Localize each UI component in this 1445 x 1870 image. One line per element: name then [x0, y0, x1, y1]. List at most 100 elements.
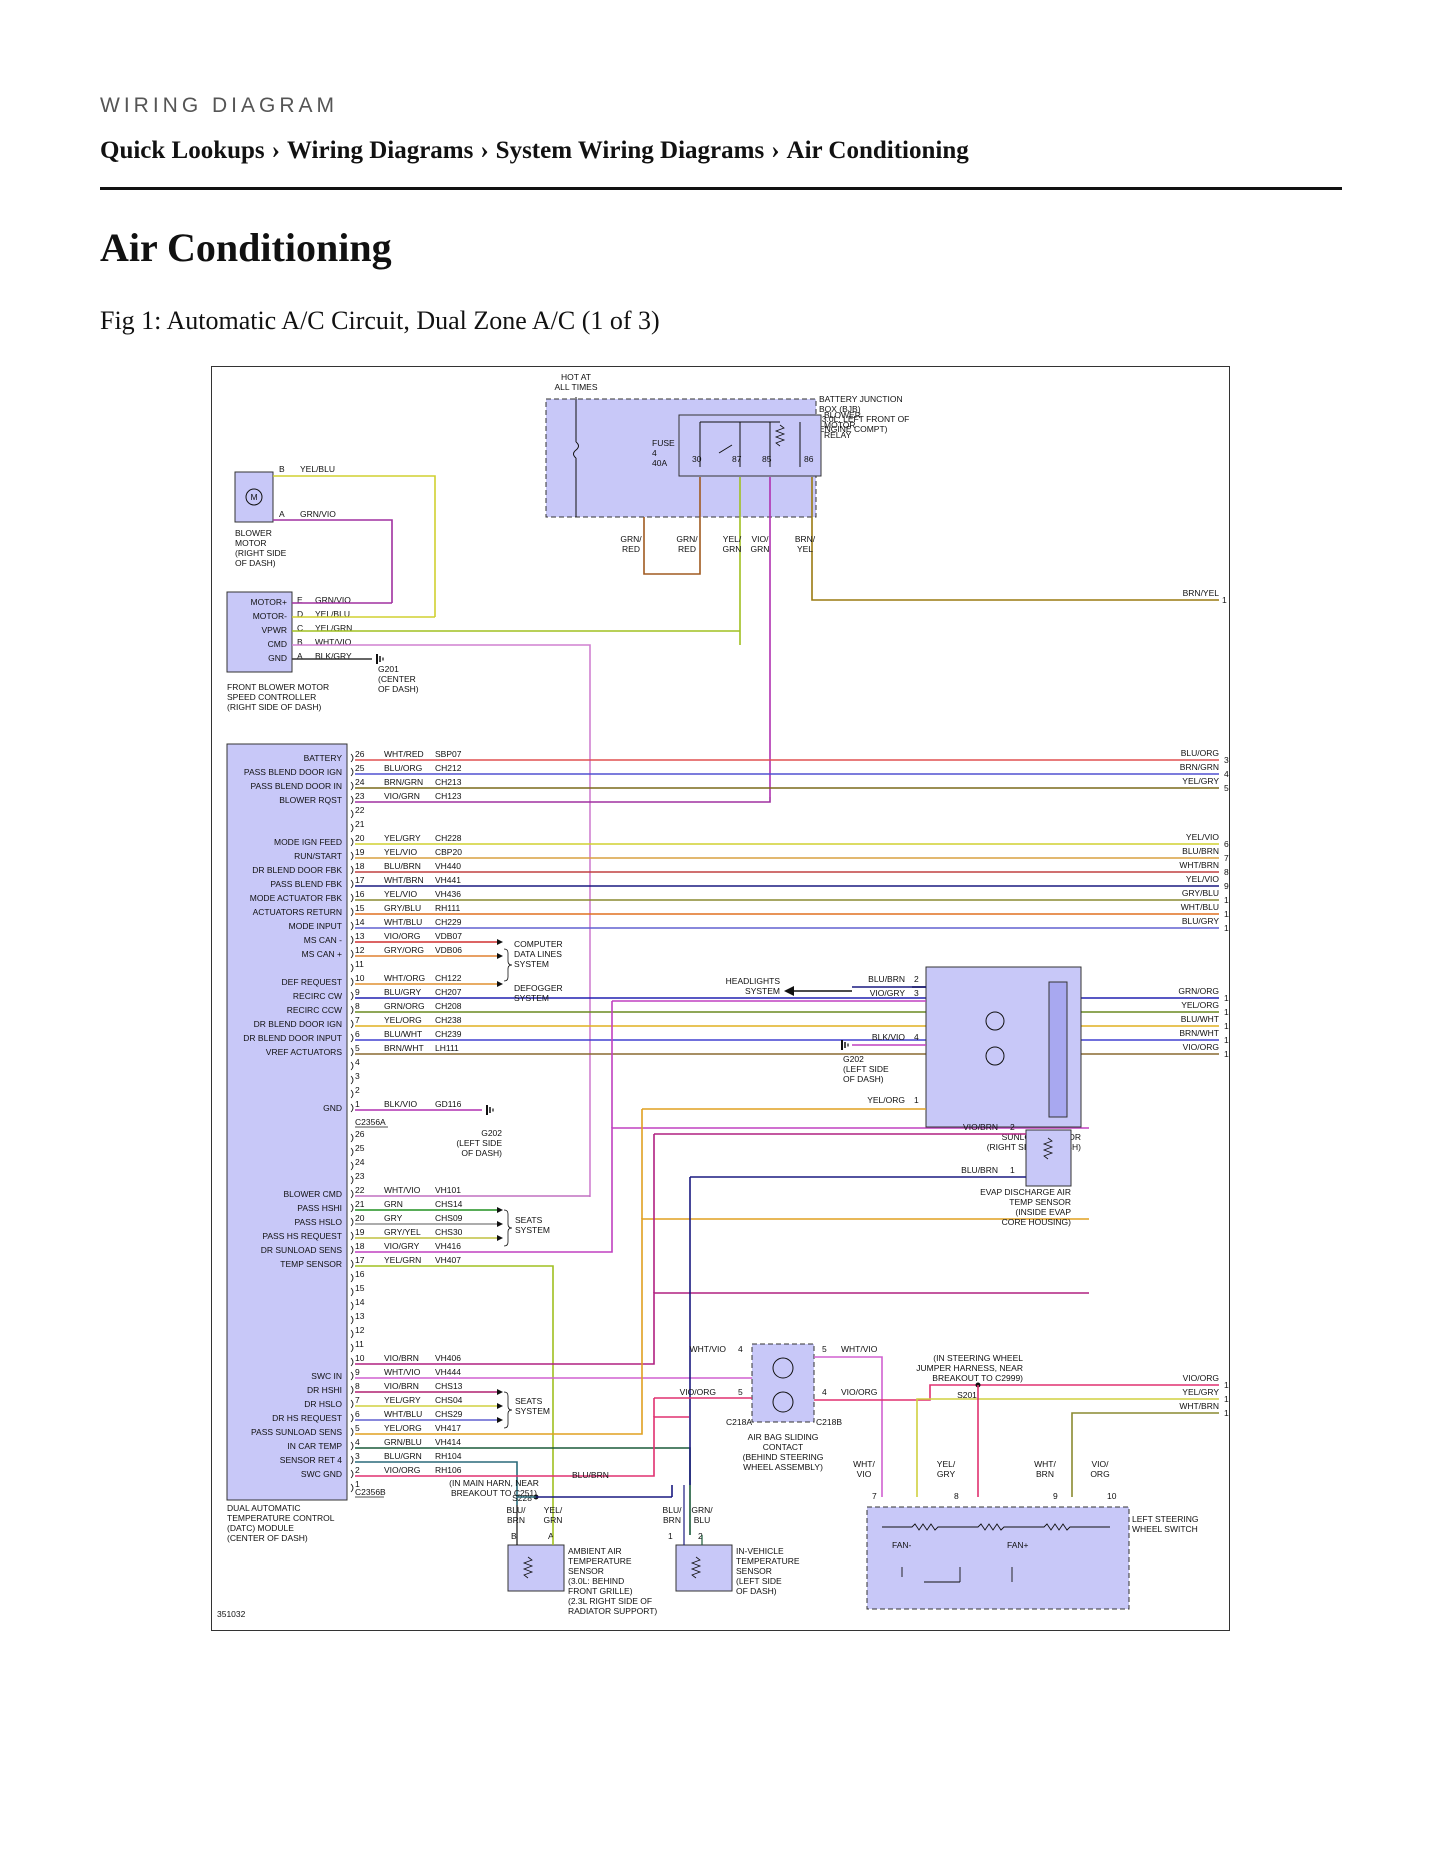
left-switch-pin: 8: [954, 1491, 959, 1501]
bjb-wire-label: RED: [622, 544, 640, 554]
output-wire-label: GRY/BLU: [1182, 888, 1219, 898]
in-vehicle-sensor-label: SENSOR: [736, 1566, 772, 1576]
relay-label: MOTOR: [824, 420, 855, 430]
seats-system-label: SEATS: [515, 1396, 543, 1406]
breadcrumb-wiring-diagrams[interactable]: Wiring Diagrams: [287, 137, 474, 164]
page-title: Air Conditioning: [100, 225, 392, 270]
headlights-label: SYSTEM: [745, 986, 780, 996]
breadcrumb-separator: ›: [771, 137, 780, 164]
in-vehicle-sensor-label: IN-VEHICLE: [736, 1546, 784, 1556]
output-number: 6: [1224, 839, 1229, 849]
left-switch-wire-label: VIO: [857, 1469, 872, 1479]
motor-icon-label: M: [250, 492, 257, 502]
ambient-wire-label: BRN: [507, 1515, 525, 1525]
breadcrumb-air-conditioning[interactable]: Air Conditioning: [786, 137, 969, 164]
wire-yel-org: [355, 1218, 1089, 1435]
datc-pin-name: RECIRC CCW: [287, 1005, 342, 1015]
ambient-sensor-label: TEMPERATURE: [568, 1556, 632, 1566]
datc-pin-number: 15: [355, 1283, 365, 1293]
wire-vio-brn: [355, 1292, 1089, 1365]
hot-at-all-times-label: ALL TIMES: [555, 382, 598, 392]
datc-circuit: VDB06: [435, 945, 462, 955]
computer-data-lines-label: SYSTEM: [514, 959, 549, 969]
airbag-wire-label: WHT/VIO: [690, 1344, 727, 1354]
datc-pin-number: 4: [355, 1057, 360, 1067]
computer-data-lines-label: COMPUTER: [514, 939, 563, 949]
in-vehicle-temp-sensor: [675, 1544, 733, 1592]
output-wire-label: BRN/YEL: [1183, 588, 1220, 598]
datc-wire-color: BRN/WHT: [384, 1043, 424, 1053]
speed-controller-pin-name: GND: [268, 653, 287, 663]
datc-pin-icon: [350, 1161, 354, 1171]
output-wire-label: YEL/GRY: [1182, 1387, 1219, 1397]
output-number: 4: [1224, 769, 1229, 779]
datc-pin-number: 20: [355, 1213, 365, 1223]
g201-label: OF DASH): [378, 684, 419, 694]
wire-grn-vio: [273, 519, 393, 603]
speed-controller-pin: A: [297, 651, 303, 661]
datc-wire-color: BLU/WHT: [384, 1029, 422, 1039]
datc-pin-icon: [350, 1189, 354, 1199]
datc-pin-number: 16: [355, 1269, 365, 1279]
datc-circuit: VH414: [435, 1437, 461, 1447]
ambient-wire-label: GRN: [544, 1515, 563, 1525]
sunload-pin: 1: [914, 1095, 919, 1105]
datc-label: TEMPERATURE CONTROL: [227, 1513, 335, 1523]
datc-pin-number: 25: [355, 1143, 365, 1153]
datc-wire-color: WHT/BRN: [384, 875, 424, 885]
datc-wire-color: BLU/GRY: [384, 987, 421, 997]
datc-circuit: CHS09: [435, 1213, 463, 1223]
ambient-wire-label: YEL/: [544, 1505, 563, 1515]
datc-circuit: VH440: [435, 861, 461, 871]
datc-circuit: RH111: [435, 903, 460, 913]
datc-wire-color: YEL/ORG: [384, 1015, 422, 1025]
left-switch-wire-label: WHT/: [853, 1459, 875, 1469]
datc-pin-number: 12: [355, 945, 365, 955]
datc-pin-number: 11: [355, 959, 364, 969]
speed-controller-wire: GRN/VIO: [315, 595, 351, 605]
relay-switch: [718, 444, 733, 454]
output-wire-label: WHT/BRN: [1179, 860, 1219, 870]
left-switch-pin: 9: [1053, 1491, 1058, 1501]
datc-pin-name: PASS BLEND DOOR IN: [251, 781, 342, 791]
datc-pin-name: TEMP SENSOR: [280, 1259, 342, 1269]
seats-system-label: SEATS: [515, 1215, 543, 1225]
datc-wire-color: BLU/BRN: [384, 861, 421, 871]
datc-pin-number: 10: [355, 973, 365, 983]
datc-circuit: VH417: [435, 1423, 461, 1433]
output-number: 9: [1224, 881, 1229, 891]
airbag-pin: 5: [738, 1387, 743, 1397]
s228-note: BREAKOUT TO C251): [451, 1488, 537, 1498]
datc-pin-name: DR BLEND DOOR FBK: [252, 865, 342, 875]
datc-pin-name: PASS HS REQUEST: [262, 1231, 342, 1241]
datc-pin-icon: [350, 1259, 354, 1269]
steering-harness-note: BREAKOUT TO C2999): [932, 1373, 1023, 1383]
sunload-wire-label: BLK/VIO: [872, 1032, 905, 1042]
left-switch-label: LEFT STEERING: [1132, 1514, 1198, 1524]
left-switch-wire-label: GRY: [937, 1469, 956, 1479]
wire-vio-org: [355, 1416, 689, 1477]
datc-pin-name: DR BLEND DOOR INPUT: [243, 1033, 342, 1043]
arrow-icon: [497, 1417, 503, 1423]
air-bag-sliding-contact: [751, 1343, 815, 1423]
relay-pin-label: 87: [732, 454, 742, 464]
airbag-pin: 4: [738, 1344, 743, 1354]
left-switch-wire-label: ORG: [1090, 1469, 1109, 1479]
datc-wire-color: VIO/GRY: [384, 1241, 420, 1251]
bjb-wire-label: GRN/: [620, 534, 642, 544]
datc-pin-number: 18: [355, 861, 365, 871]
breadcrumb-separator: ›: [271, 137, 280, 164]
datc-pin-icon: [350, 1033, 354, 1043]
blower-motor-label: BLOWER: [235, 528, 272, 538]
g202-label: G202: [843, 1054, 864, 1064]
datc-pin-icon: [350, 1343, 354, 1353]
evap-pin: 2: [1010, 1122, 1015, 1132]
in-vehicle-wire-label: GRN/: [691, 1505, 713, 1515]
datc-pin-icon: [350, 1413, 354, 1423]
output-number: 11: [1224, 909, 1229, 919]
blower-pin-label: B: [279, 464, 285, 474]
datc-wire-color: VIO/ORG: [384, 931, 420, 941]
s228-label: S228: [512, 1493, 532, 1503]
breadcrumb-system-wiring-diagrams[interactable]: System Wiring Diagrams: [495, 137, 765, 164]
breadcrumb-quick-lookups[interactable]: Quick Lookups: [100, 137, 265, 164]
